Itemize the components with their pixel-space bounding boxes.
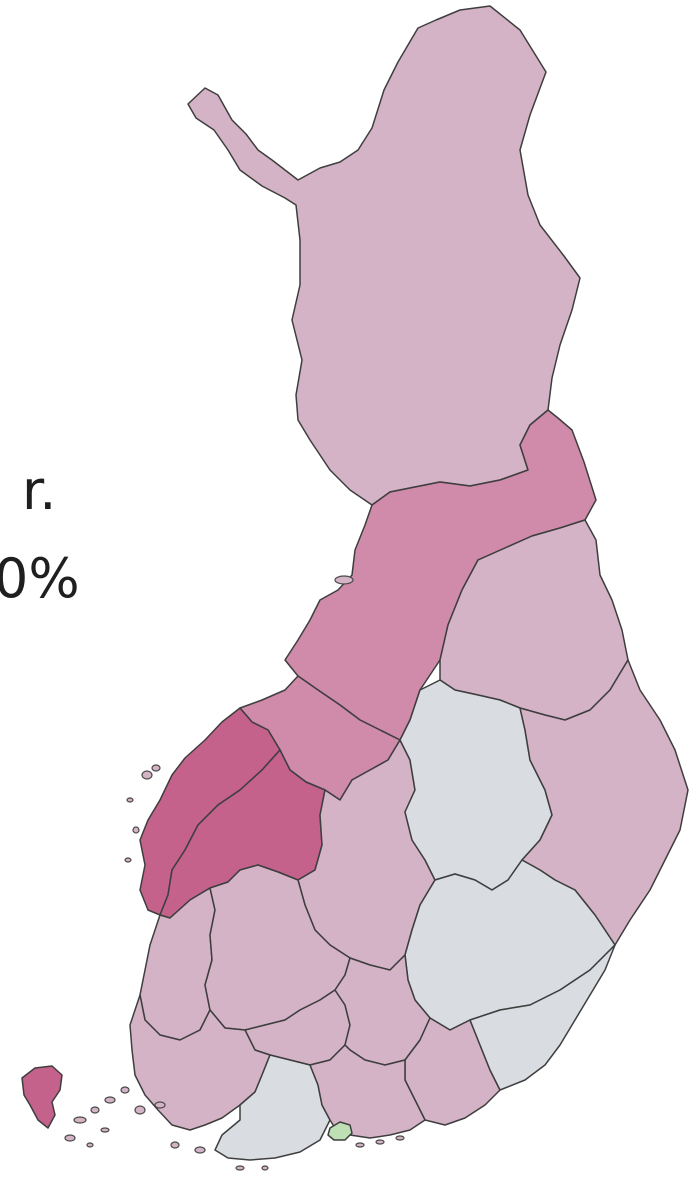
island bbox=[73, 1116, 87, 1124]
island bbox=[90, 1106, 100, 1114]
island bbox=[141, 770, 153, 780]
island bbox=[375, 1139, 385, 1145]
region-helsinki-area[interactable] bbox=[327, 1121, 353, 1141]
island bbox=[194, 1146, 206, 1154]
island bbox=[126, 797, 134, 803]
island bbox=[86, 1142, 94, 1148]
island bbox=[235, 1165, 245, 1171]
island bbox=[151, 764, 161, 772]
island bbox=[170, 1141, 180, 1149]
island bbox=[334, 575, 354, 585]
island bbox=[355, 1142, 365, 1148]
island bbox=[100, 1127, 110, 1133]
archipelago-islands bbox=[64, 575, 405, 1171]
region-south-karelia[interactable] bbox=[469, 944, 616, 1091]
region-aland[interactable] bbox=[21, 1065, 63, 1129]
island bbox=[261, 1165, 269, 1171]
region-north-karelia[interactable] bbox=[519, 659, 689, 946]
island bbox=[154, 1101, 166, 1109]
region-uusimaa-east[interactable] bbox=[309, 1044, 426, 1139]
island bbox=[120, 1086, 130, 1094]
island bbox=[134, 1105, 146, 1115]
island bbox=[104, 1096, 116, 1104]
island bbox=[395, 1135, 405, 1141]
island bbox=[132, 826, 140, 834]
region-uusimaa[interactable] bbox=[214, 1054, 331, 1161]
region-lapland[interactable] bbox=[187, 5, 581, 506]
island bbox=[64, 1134, 76, 1142]
island bbox=[124, 857, 132, 863]
